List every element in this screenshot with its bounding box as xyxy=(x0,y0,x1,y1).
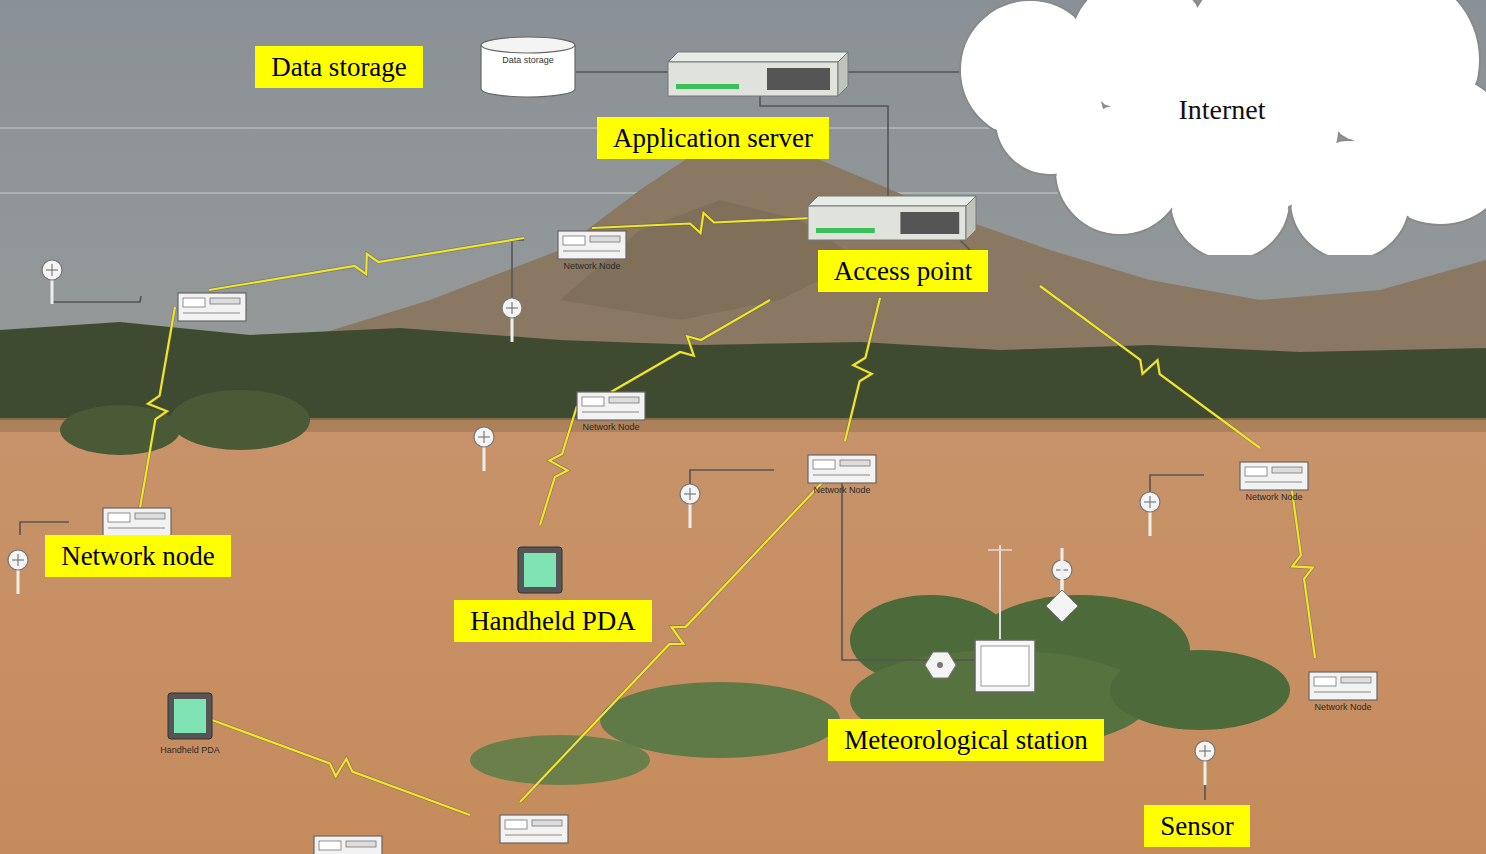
wireless-link-shadow xyxy=(540,406,577,525)
network-node-icon xyxy=(577,392,645,420)
internet-cloud: Internet xyxy=(950,0,1486,255)
cloud-lobe xyxy=(1142,22,1339,219)
sensor-icon xyxy=(474,427,494,471)
wire xyxy=(690,470,774,515)
component-label: Access point xyxy=(834,255,973,287)
network-node-icon xyxy=(808,455,876,483)
yellow-label-box: Meteorological station xyxy=(828,719,1104,761)
bush xyxy=(60,390,1290,785)
wireless-link xyxy=(209,238,524,290)
yellow-label-box: Handheld PDA xyxy=(454,600,652,642)
wireless-link xyxy=(592,213,812,233)
device-caption: Handheld PDA xyxy=(160,745,220,755)
device-caption: Network Node xyxy=(563,261,620,271)
network-node-icon xyxy=(314,836,382,854)
sensor-icon xyxy=(680,484,700,528)
network-node-icon xyxy=(558,231,626,259)
device-caption: Network Node xyxy=(813,485,870,495)
device-caption: Network Node xyxy=(1314,702,1371,712)
wireless-link xyxy=(1040,286,1260,448)
storage-cylinder: Data storage xyxy=(480,36,576,98)
cloud-label: Internet xyxy=(1178,94,1265,126)
component-label: Application server xyxy=(613,122,813,154)
sensor-icon xyxy=(8,550,28,594)
meteorological-station-icon xyxy=(925,545,1078,692)
yellow-label-box: Sensor xyxy=(1144,805,1250,847)
wireless-link-shadow xyxy=(592,213,812,233)
network-node-icon xyxy=(178,293,246,321)
sensor-icon xyxy=(42,260,62,304)
sensor-icon xyxy=(1195,741,1215,785)
wireless-link-shadow xyxy=(212,720,470,815)
sensor-icon xyxy=(1140,492,1160,536)
cloud-lobe xyxy=(997,67,1104,174)
network-node-icon xyxy=(1309,672,1377,700)
handheld-pda-icon xyxy=(168,693,212,739)
field xyxy=(0,420,1486,854)
handheld-pda-icon xyxy=(518,547,562,593)
wireless-link-shadow xyxy=(611,300,770,392)
wireless-link-shadow xyxy=(1040,286,1260,448)
component-label: Data storage xyxy=(271,51,407,83)
wireless-link-shadow xyxy=(845,298,880,441)
wireless-link xyxy=(845,298,880,441)
device-caption: Network Node xyxy=(582,422,639,432)
cylinder-shape xyxy=(480,36,576,98)
cloud-shape xyxy=(950,0,1486,255)
yellow-label-box: Data storage xyxy=(255,46,423,88)
device-caption: Network Node xyxy=(1245,492,1302,502)
wire xyxy=(52,290,141,302)
component-label: Meteorological station xyxy=(844,724,1088,756)
storage-label: Data storage xyxy=(480,36,576,66)
network-node-icon xyxy=(103,508,171,536)
cylinder-top xyxy=(481,37,575,53)
sensor-icon xyxy=(502,298,522,342)
wireless-link-shadow xyxy=(209,238,524,290)
network-node-icon xyxy=(1240,462,1308,490)
wire xyxy=(842,469,1000,660)
wireless-link xyxy=(140,307,175,508)
wireless-link xyxy=(1290,476,1315,658)
network-node-icon xyxy=(500,815,568,843)
component-label: Sensor xyxy=(1160,810,1234,842)
yellow-label-box: Access point xyxy=(818,250,989,292)
component-label: Handheld PDA xyxy=(470,605,636,637)
server-icon xyxy=(808,196,976,240)
wire xyxy=(576,71,668,73)
wireless-link xyxy=(540,406,577,525)
component-label: Network node xyxy=(61,540,215,572)
wireless-link xyxy=(611,300,770,392)
wireless-link-shadow xyxy=(140,307,175,508)
wire xyxy=(20,522,69,535)
wireless-link xyxy=(212,720,470,815)
wireless-link-shadow xyxy=(1290,476,1315,658)
yellow-label-box: Application server xyxy=(597,117,829,159)
server-icon xyxy=(668,52,848,96)
yellow-label-box: Network node xyxy=(45,535,231,577)
